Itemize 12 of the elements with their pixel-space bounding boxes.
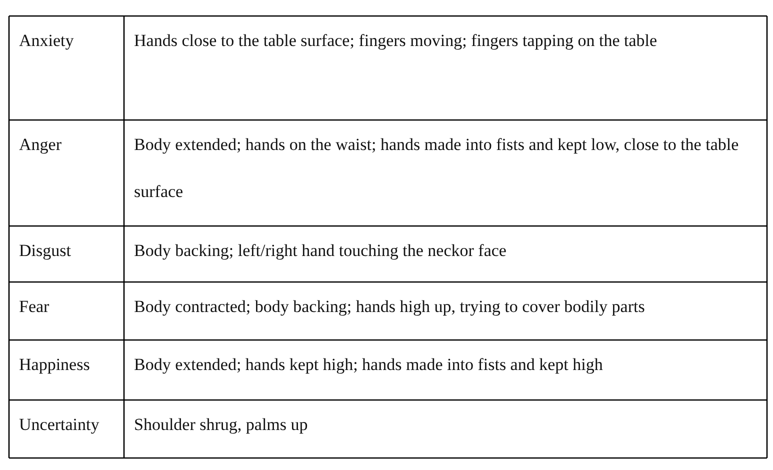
description-text: Shoulder shrug, palms up — [134, 415, 308, 434]
description-text: Hands close to the table surface; fingers moving; fingers tapping on the table — [134, 31, 658, 50]
emotion-label: Uncertainty — [19, 415, 100, 434]
emotion-label: Disgust — [19, 241, 71, 260]
description-text: Body backing; left/right hand touching the neckor face — [134, 241, 506, 260]
emotion-label: Anxiety — [19, 31, 74, 50]
description-text: Body extended; hands on the waist; hands made into fists and kept low, close to the table surface — [134, 135, 739, 201]
emotion-label: Anger — [19, 135, 62, 154]
emotion-label: Happiness — [19, 355, 90, 374]
description-text: Body extended; hands kept high; hands made into fists and kept high — [134, 355, 603, 374]
emotion-label: Fear — [19, 297, 50, 316]
description-text: Body contracted; body backing; hands high up, trying to cover bodily parts — [134, 297, 645, 316]
